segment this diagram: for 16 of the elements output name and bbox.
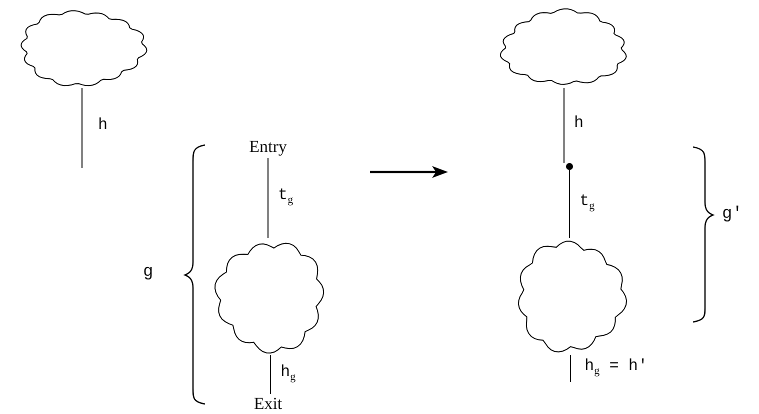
edge-label: t$_{g}$ <box>580 192 595 212</box>
cloud-shape <box>18 8 146 88</box>
connector-line <box>569 170 570 238</box>
edge-label: h$_{g}$ <box>280 362 296 383</box>
edge-label: h <box>574 114 584 132</box>
node-label: Entry <box>249 137 287 157</box>
edge-label: t$_{g}$ <box>278 186 294 206</box>
connector-line <box>570 354 571 382</box>
edge-label: h <box>98 116 108 134</box>
brace-label: g <box>143 263 154 282</box>
cloud-shape <box>500 8 628 88</box>
brace-label: g' <box>722 205 742 224</box>
junction-dot <box>566 163 573 170</box>
connector-line <box>270 354 271 394</box>
node-label: Exit <box>254 394 282 414</box>
edge-label: h$_{g}$ = h' <box>584 356 648 377</box>
